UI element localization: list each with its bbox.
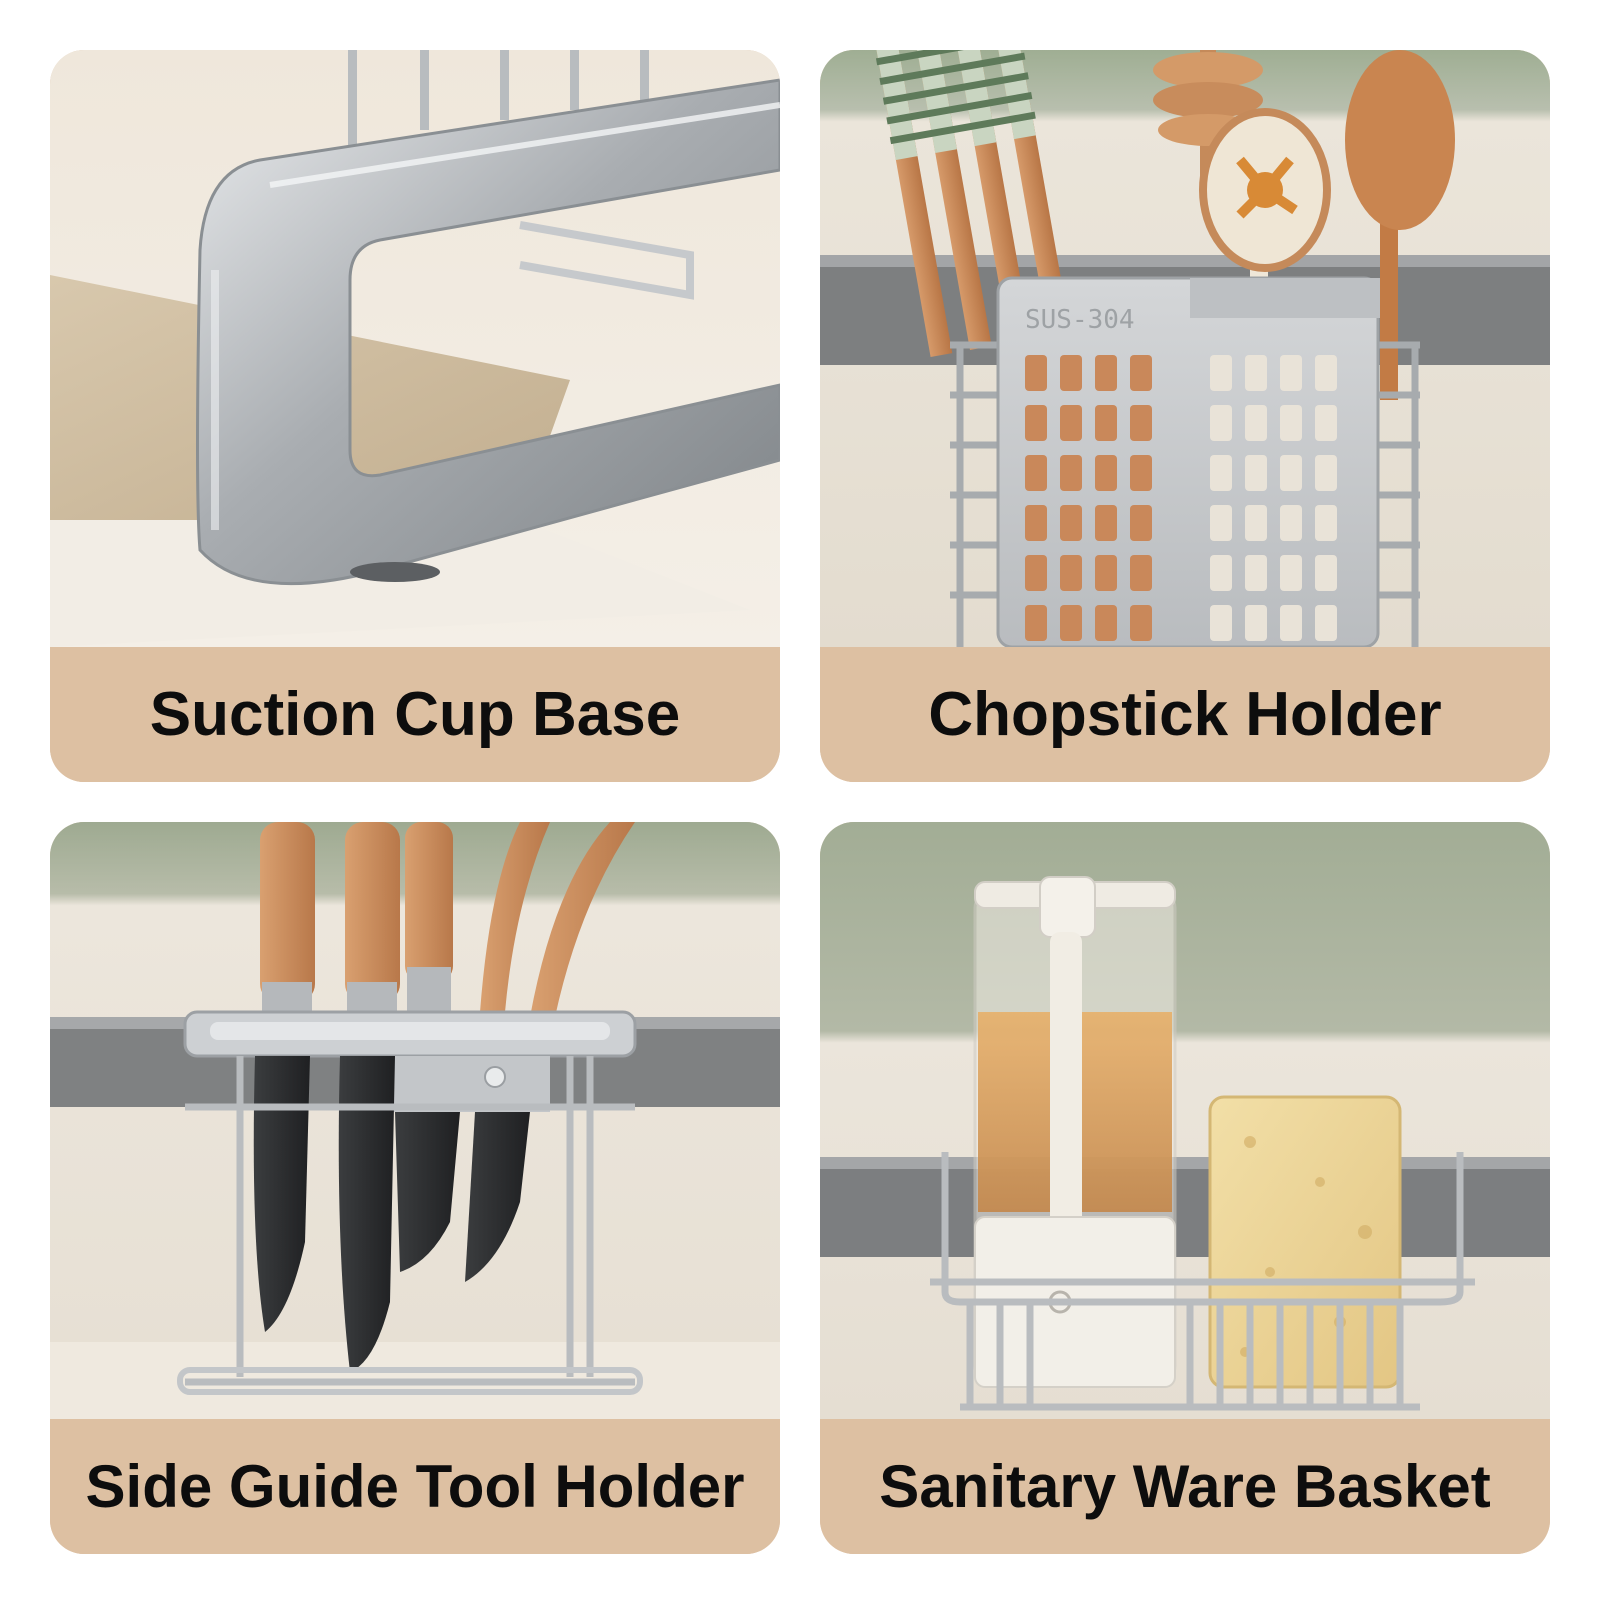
panel-side-guide-tool-holder: Side Guide Tool Holder <box>50 822 780 1554</box>
caption-label: Chopstick Holder <box>928 680 1442 749</box>
suction-cup-base-photo <box>50 50 780 647</box>
caption-bar: Chopstick Holder <box>820 647 1550 782</box>
panel-suction-cup-base: Suction Cup Base <box>50 50 780 782</box>
caption-label: Side Guide Tool Holder <box>85 1453 745 1520</box>
plate-imprint: SUS-304 <box>1025 305 1135 335</box>
caption-bar: Sanitary Ware Basket <box>820 1419 1550 1554</box>
tool-holder-photo <box>50 822 780 1419</box>
caption-bar: Suction Cup Base <box>50 647 780 782</box>
chopstick-holder-photo: SUS-304 <box>820 50 1550 647</box>
caption-label: Sanitary Ware Basket <box>879 1453 1491 1520</box>
panel-chopstick-holder: SUS-304 <box>820 50 1550 782</box>
caption-label: Suction Cup Base <box>149 680 681 749</box>
panel-sanitary-ware-basket: Sanitary Ware Basket <box>820 822 1550 1554</box>
caption-bar: Side Guide Tool Holder <box>50 1419 780 1554</box>
sanitary-basket-photo <box>820 822 1550 1419</box>
